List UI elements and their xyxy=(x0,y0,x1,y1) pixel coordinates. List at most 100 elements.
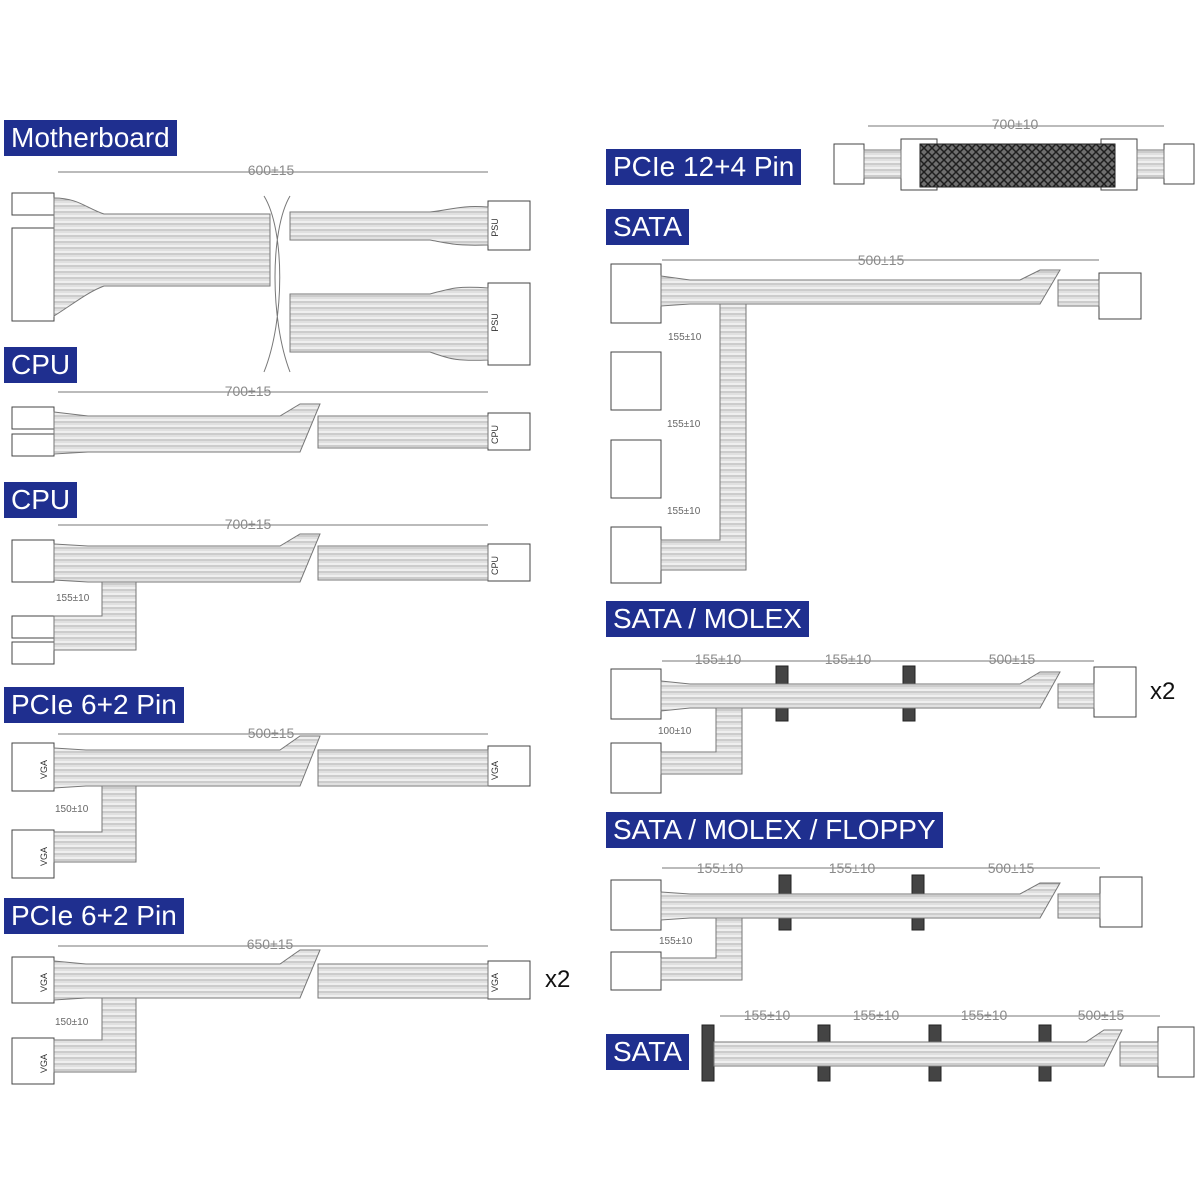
sata-top-branch-measurement-3: 155±10 xyxy=(667,506,701,517)
sata-molex-floppy-left-connector-2 xyxy=(610,951,662,991)
cpu-1-cable xyxy=(53,403,489,455)
sata-top-left-connector-4 xyxy=(610,526,662,584)
sata-top-right-connector xyxy=(1098,272,1142,320)
pcie-62-a-left-2-label: VGA xyxy=(39,846,50,867)
pcie-62-a-end-label: VGA xyxy=(490,760,501,781)
sata-molex-left-connector-2 xyxy=(610,742,662,794)
pcie-62-b-label: PCIe 6+2 Pin xyxy=(4,898,184,934)
pcie-62-b-main-cable xyxy=(53,949,489,1001)
sata-bottom-section xyxy=(701,1015,1195,1082)
cpu-1-label: CPU xyxy=(4,347,78,383)
sata-bottom-right-connector xyxy=(1157,1026,1195,1078)
sata-top-left-connector-3 xyxy=(610,439,662,499)
sata-top-branch-measurement-2: 155±10 xyxy=(667,419,701,430)
cpu-1-left-connector-bottom xyxy=(11,433,55,457)
pcie-62-a-branch-cable xyxy=(53,785,137,863)
sata-molex-floppy-branch-measurement: 155±10 xyxy=(659,936,693,947)
cpu-2-branch-cable xyxy=(53,581,137,651)
sata-molex-floppy-segment-2: 155±10 xyxy=(828,860,876,876)
pcie-62-b-multiplier: x2 xyxy=(545,966,571,993)
pcie-62-b-branch-measurement: 150±10 xyxy=(55,1017,89,1028)
pcie-62-b-branch-cable xyxy=(53,997,137,1073)
sata-top-label: SATA xyxy=(606,209,689,245)
motherboard-small-connector xyxy=(11,192,55,216)
pcie-62-a-branch-measurement: 150±10 xyxy=(55,804,89,815)
motherboard-main-connector xyxy=(11,227,55,322)
motherboard-break xyxy=(263,195,291,373)
sata-molex-floppy-right-connector xyxy=(1099,876,1143,928)
sata-molex-branch-cable xyxy=(660,707,743,775)
sata-top-main-cable xyxy=(660,269,1100,307)
pcie-62-a-section xyxy=(11,733,531,879)
sata-bottom-segment-4: 500±15 xyxy=(1077,1007,1125,1023)
sata-molex-branch-measurement: 100±10 xyxy=(658,726,692,737)
cpu-2-main-cable xyxy=(53,533,489,583)
sata-molex-floppy-main-cable xyxy=(660,882,1101,921)
cpu-2-section xyxy=(11,524,531,665)
sata-top-section xyxy=(610,259,1142,584)
sata-molex-floppy-branch-cable xyxy=(660,917,743,981)
cpu-2-main-measurement: 700±15 xyxy=(224,516,272,532)
sata-molex-floppy-label: SATA / MOLEX / FLOPPY xyxy=(606,812,943,848)
cpu-2-branch-connector-top xyxy=(11,615,55,639)
cpu-1-main-measurement: 700±15 xyxy=(224,383,272,399)
cpu-1-right-connector xyxy=(487,412,531,451)
cpu-1-end-label: CPU xyxy=(490,424,501,445)
sata-molex-section xyxy=(610,660,1137,794)
pcie-124-label: PCIe 12+4 Pin xyxy=(606,149,802,185)
sata-bottom-main-cable xyxy=(713,1029,1159,1067)
sata-bottom-segment-2: 155±10 xyxy=(852,1007,900,1023)
pcie-62-b-main-measurement: 650±15 xyxy=(246,936,294,952)
sata-molex-floppy-segment-3: 500±15 xyxy=(987,860,1035,876)
sata-molex-floppy-left-connector-1 xyxy=(610,879,662,931)
motherboard-top-bundle xyxy=(289,206,489,246)
pcie-62-b-left-connector-1 xyxy=(11,956,55,1004)
sata-molex-label: SATA / MOLEX xyxy=(606,601,809,637)
pcie-62-b-left-connector-2 xyxy=(11,1037,55,1085)
sata-molex-floppy-section xyxy=(610,867,1143,991)
pcie-62-b-end-label: VGA xyxy=(490,972,501,993)
motherboard-label: Motherboard xyxy=(4,120,177,156)
sata-bottom-label: SATA xyxy=(606,1034,689,1070)
sata-top-left-connector-2 xyxy=(610,351,662,411)
pcie-62-b-left-2-label: VGA xyxy=(39,1053,50,1074)
motherboard-main-measurement: 600±15 xyxy=(247,162,295,178)
sata-molex-left-connector-1 xyxy=(610,668,662,720)
pcie-124-braided-sleeve xyxy=(919,143,1116,188)
sata-bottom-inline-1 xyxy=(701,1024,715,1082)
pcie-124-main-measurement: 700±10 xyxy=(991,116,1039,132)
cpu-2-end-label: CPU xyxy=(490,555,501,576)
cpu-2-left-main-connector xyxy=(11,539,55,583)
pcie-62-a-main-measurement: 500±15 xyxy=(247,725,295,741)
pcie-124-right-connector xyxy=(1163,143,1195,185)
cpu-2-branch-connector-bottom xyxy=(11,641,55,665)
cpu-1-section xyxy=(11,391,531,457)
sata-molex-segment-2: 155±10 xyxy=(824,651,872,667)
motherboard-bottom-bundle xyxy=(289,286,489,361)
sata-molex-segment-3: 500±15 xyxy=(988,651,1036,667)
motherboard-bottom-psu-label: PSU xyxy=(489,313,500,332)
sata-molex-multiplier: x2 xyxy=(1150,678,1176,705)
pcie-124-left-wires xyxy=(863,149,902,179)
sata-bottom-segment-3: 155±10 xyxy=(960,1007,1008,1023)
pcie-124-left-connector xyxy=(833,143,865,185)
pcie-62-b-left-1-label: VGA xyxy=(39,972,50,993)
sata-top-main-measurement: 500±15 xyxy=(857,252,905,268)
cpu-2-branch-measurement: 155±10 xyxy=(56,593,90,604)
motherboard-bottom-right-connector xyxy=(487,282,531,366)
pcie-124-right-wires xyxy=(1136,149,1165,179)
cpu-1-left-connector-top xyxy=(11,406,55,430)
sata-molex-segment-1: 155±10 xyxy=(694,651,742,667)
motherboard-left-bundle xyxy=(53,197,271,317)
pcie-62-a-main-cable xyxy=(53,735,489,789)
sata-molex-main-cable xyxy=(660,671,1095,712)
pcie-62-b-section xyxy=(11,945,531,1085)
cpu-2-label: CPU xyxy=(4,482,78,518)
sata-top-branch-cable xyxy=(660,303,747,571)
sata-molex-floppy-segment-1: 155±10 xyxy=(696,860,744,876)
motherboard-top-right-connector xyxy=(487,200,531,251)
sata-top-branch-measurement-1: 155±10 xyxy=(668,332,702,343)
pcie-62-a-label: PCIe 6+2 Pin xyxy=(4,687,184,723)
pcie-62-a-left-connector-1 xyxy=(11,742,55,792)
